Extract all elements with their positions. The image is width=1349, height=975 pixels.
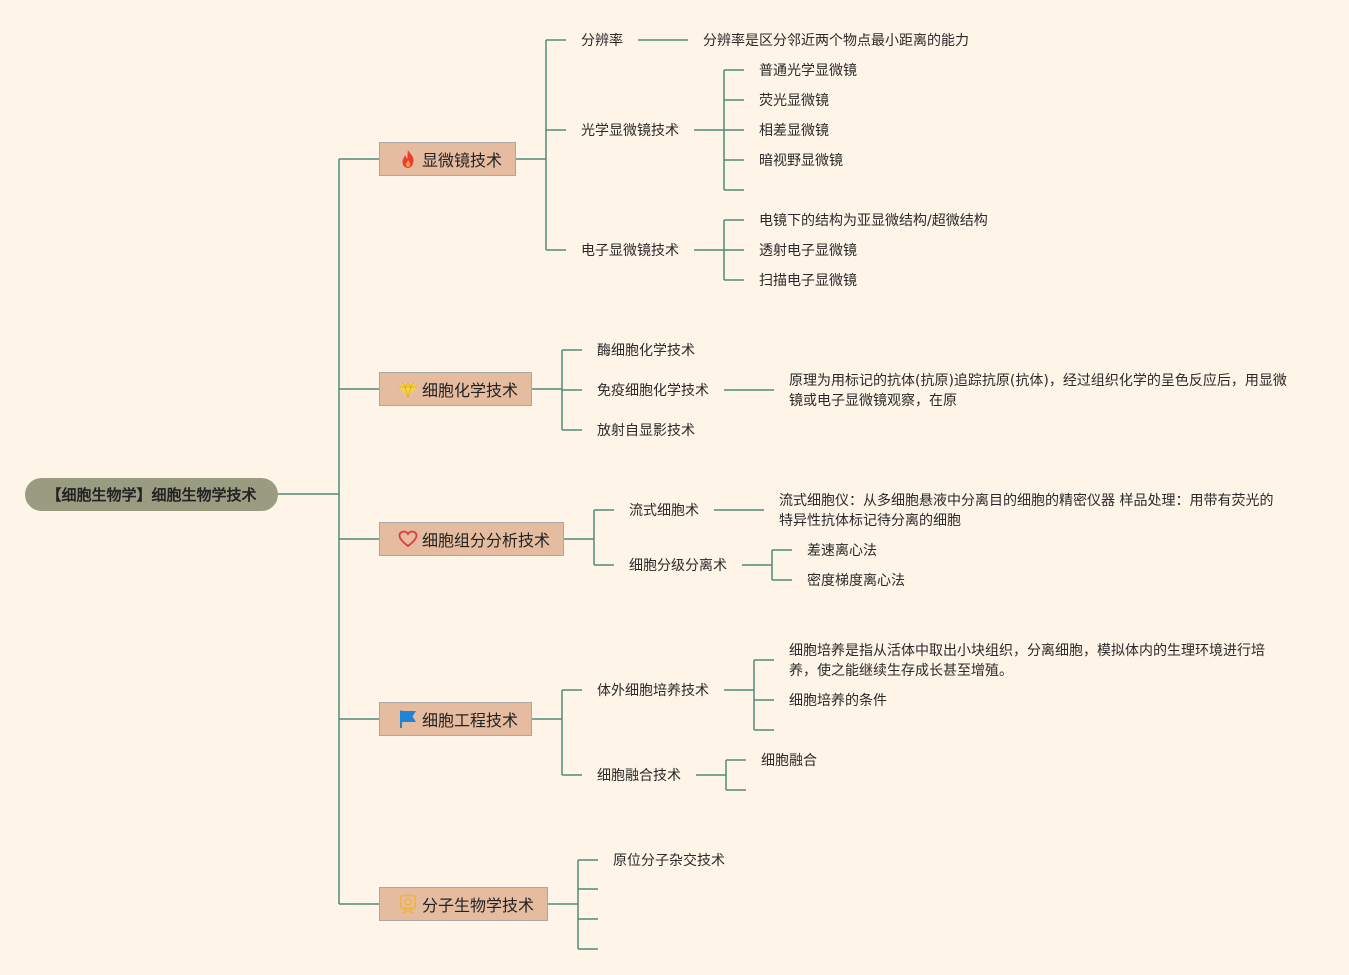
node-differential-centrifugation[interactable]: 差速离心法 — [807, 543, 877, 559]
node-cell-fusion-technique[interactable]: 细胞融合技术 — [597, 768, 681, 784]
node-cell-culture-conditions[interactable]: 细胞培养的条件 — [789, 693, 887, 709]
node-electron-microscopy[interactable]: 电子显微镜技术 — [581, 243, 679, 259]
node-cell-fractionation[interactable]: 细胞分级分离术 — [629, 558, 727, 574]
node-cell-culture-definition[interactable]: 细胞培养是指从活体中取出小块组织，分离细胞，模拟体内的生理环境进行培养，使之能继… — [789, 643, 1265, 679]
branch-label: 显微镜技术 — [422, 151, 503, 170]
flag-icon — [398, 709, 418, 729]
node-flow-cytometry[interactable]: 流式细胞术 — [629, 503, 699, 519]
branch-component-analysis[interactable]: 细胞组分分析技术 — [379, 522, 564, 556]
node-immunocytochemistry[interactable]: 免疫细胞化学技术 — [597, 383, 709, 399]
branch-label: 分子生物学技术 — [422, 896, 535, 915]
node-sem[interactable]: 扫描电子显微镜 — [759, 273, 857, 289]
branch-molecular-biology[interactable]: 分子生物学技术 — [379, 887, 548, 921]
node-immunocytochemistry-principle[interactable]: 原理为用标记的抗体(抗原)追踪抗原(抗体)，经过组织化学的呈色反应后，用显微镜或… — [789, 373, 1287, 409]
node-ordinary-light-microscope[interactable]: 普通光学显微镜 — [759, 63, 857, 79]
branch-microscopy[interactable]: 显微镜技术 — [379, 142, 516, 176]
branch-cytochemistry[interactable]: 细胞化学技术 — [379, 372, 532, 406]
branch-label: 细胞组分分析技术 — [422, 531, 551, 550]
node-flow-cytometry-description[interactable]: 流式细胞仪：从多细胞悬液中分离目的细胞的精密仪器 样品处理：用带有荧光的特异性抗… — [779, 493, 1274, 529]
heart-icon — [398, 529, 418, 549]
node-cell-fusion[interactable]: 细胞融合 — [761, 753, 817, 769]
fire-icon — [398, 149, 418, 169]
node-dark-field-microscope[interactable]: 暗视野显微镜 — [759, 153, 843, 169]
node-phase-contrast-microscope[interactable]: 相差显微镜 — [759, 123, 829, 139]
branch-cell-engineering[interactable]: 细胞工程技术 — [379, 702, 532, 736]
node-resolution-definition[interactable]: 分辨率是区分邻近两个物点最小距离的能力 — [703, 33, 969, 49]
certificate-icon — [398, 894, 418, 914]
root-node[interactable]: 【细胞生物学】细胞生物学技术 — [25, 478, 278, 511]
node-resolution[interactable]: 分辨率 — [581, 33, 623, 49]
node-ultrastructure[interactable]: 电镜下的结构为亚显微结构/超微结构 — [759, 213, 988, 229]
node-autoradiography[interactable]: 放射自显影技术 — [597, 423, 695, 439]
branch-label: 细胞化学技术 — [422, 381, 519, 400]
node-light-microscopy[interactable]: 光学显微镜技术 — [581, 123, 679, 139]
node-density-gradient-centrifugation[interactable]: 密度梯度离心法 — [807, 573, 905, 589]
node-in-vitro-culture[interactable]: 体外细胞培养技术 — [597, 683, 709, 699]
node-fluorescence-microscope[interactable]: 荧光显微镜 — [759, 93, 829, 109]
branch-label: 细胞工程技术 — [422, 711, 519, 730]
node-enzyme-cytochemistry[interactable]: 酶细胞化学技术 — [597, 343, 695, 359]
node-in-situ-hybridization[interactable]: 原位分子杂交技术 — [613, 853, 725, 869]
node-tem[interactable]: 透射电子显微镜 — [759, 243, 857, 259]
root-label: 【细胞生物学】细胞生物学技术 — [46, 486, 257, 504]
diamond-icon — [398, 379, 418, 399]
